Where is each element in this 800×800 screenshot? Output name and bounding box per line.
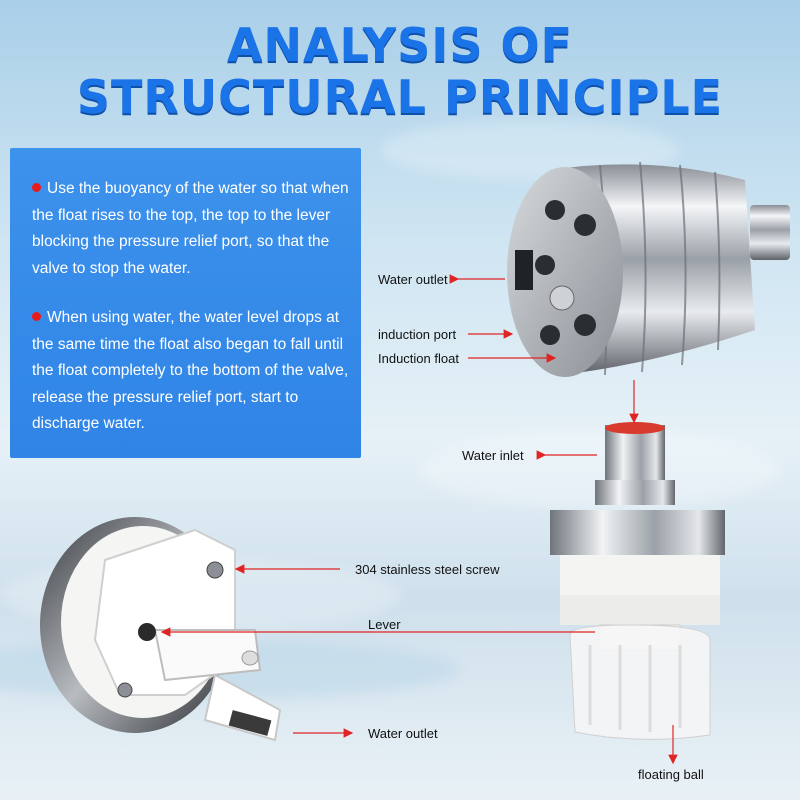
valve-assembly-image: [550, 422, 725, 740]
description-panel: Use the buoyancy of the water so that wh…: [10, 148, 361, 458]
bullet-icon: [32, 312, 41, 321]
title-line-2: STRUCTURAL PRINCIPLE: [76, 70, 724, 124]
description-paragraph-2: When using water, the water level drops …: [32, 305, 362, 438]
label-water-outlet-top: Water outlet: [378, 272, 448, 287]
label-water-inlet: Water inlet: [462, 448, 524, 463]
description-paragraph-1: Use the buoyancy of the water so that wh…: [32, 176, 362, 282]
title-line-1: ANALYSIS OF: [226, 18, 574, 72]
description-text-1: Use the buoyancy of the water so that wh…: [32, 180, 349, 277]
bullet-icon: [32, 183, 41, 192]
label-induction-float: Induction float: [378, 351, 459, 366]
description-text-2: When using water, the water level drops …: [32, 309, 349, 432]
label-lever: Lever: [368, 617, 401, 632]
label-steel-screw: 304 stainless steel screw: [355, 562, 500, 577]
valve-top-image: [507, 161, 790, 377]
label-water-outlet-bottom: Water outlet: [368, 726, 438, 741]
label-floating-ball: floating ball: [638, 767, 704, 782]
lever-mechanism-image: [40, 517, 282, 742]
label-induction-port: induction port: [378, 327, 457, 342]
